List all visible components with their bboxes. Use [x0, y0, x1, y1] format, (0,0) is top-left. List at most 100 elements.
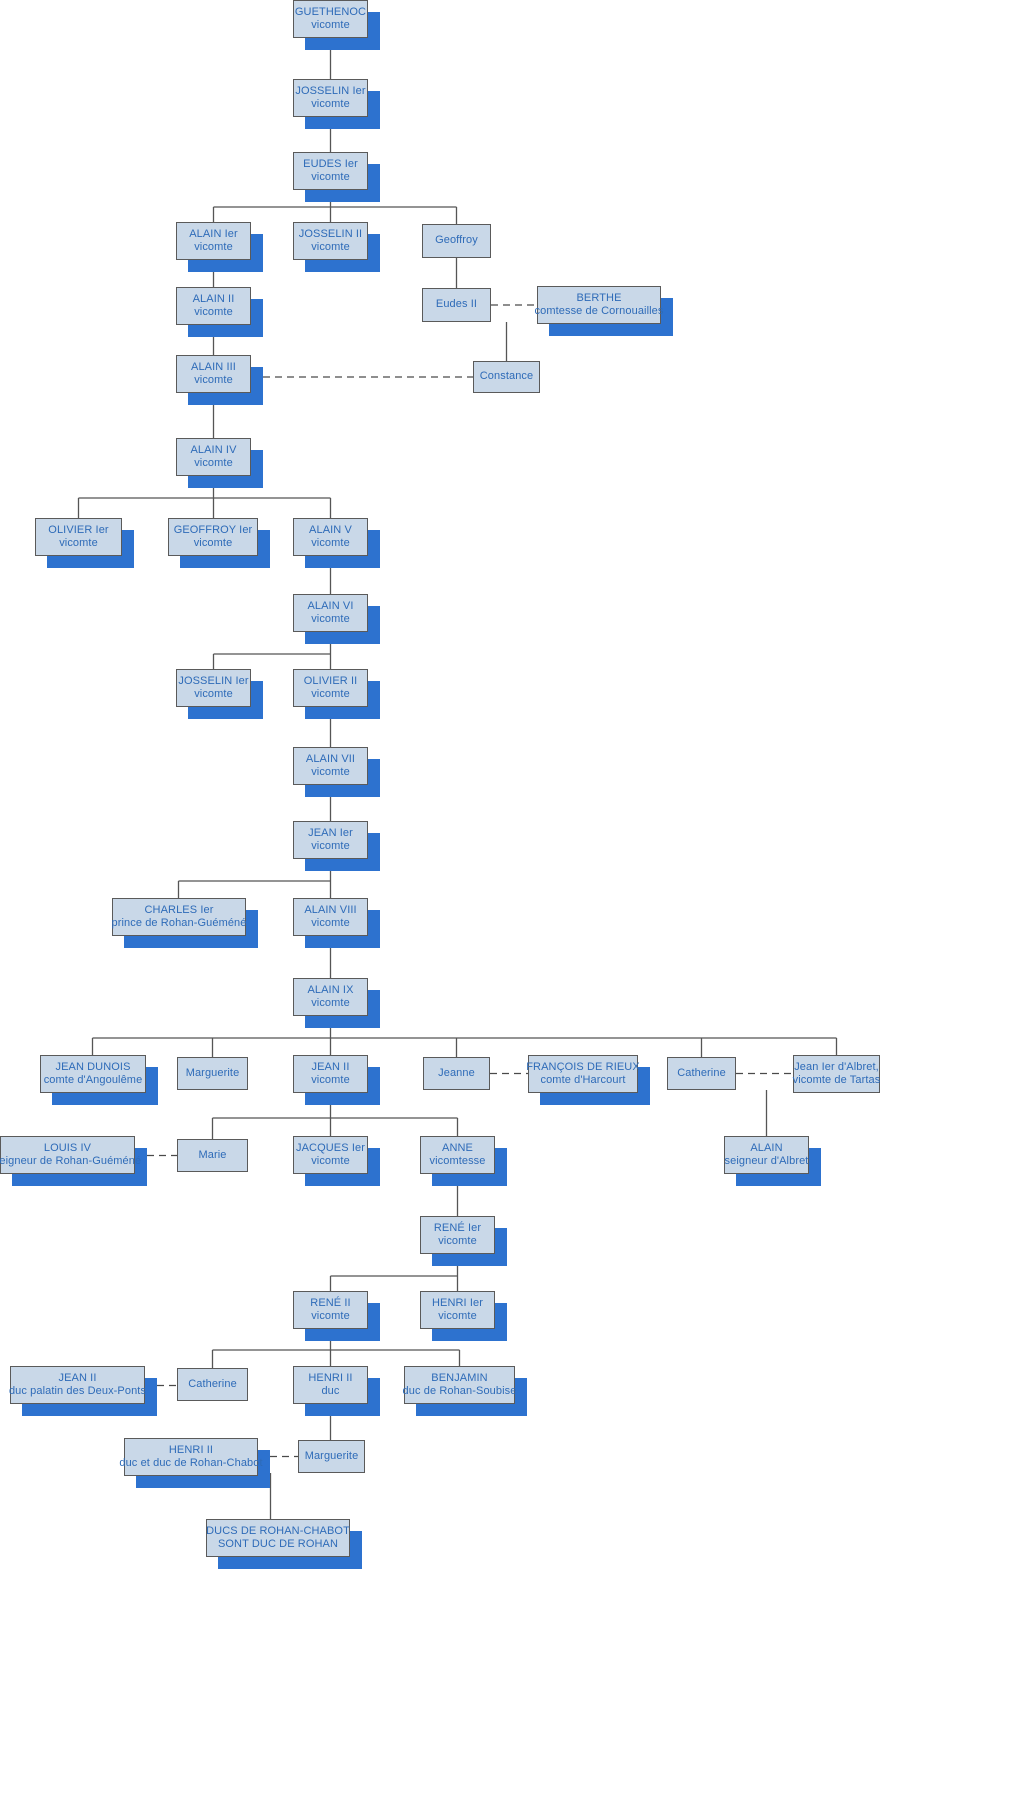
person-name: Marguerite: [304, 1449, 359, 1462]
person-title: vicomte: [311, 171, 350, 183]
person-name: GUETHENOC: [294, 5, 367, 18]
person-name: Jeanne: [438, 1066, 475, 1079]
person-name: JEAN DUNOIS: [55, 1060, 131, 1073]
person-name: Catherine: [677, 1066, 726, 1079]
person-node-constance[interactable]: Constance: [473, 361, 540, 393]
person-title: vicomte de Tartas: [792, 1074, 881, 1086]
person-name: CHARLES Ier: [144, 903, 214, 916]
person-title: seigneur d'Albret: [724, 1155, 809, 1167]
person-name: EUDES Ier: [303, 157, 358, 170]
person-title: seigneur de Rohan-Guéméné: [0, 1155, 142, 1167]
person-name: ALAIN VII: [305, 752, 356, 765]
person-title: vicomte: [311, 19, 350, 31]
person-name: OLIVIER Ier: [48, 523, 109, 536]
person-title: vicomte: [311, 1310, 350, 1322]
person-name: OLIVIER II: [303, 674, 358, 687]
person-name: ALAIN II: [192, 292, 235, 305]
person-node-jeanne[interactable]: Jeanne: [423, 1057, 490, 1090]
person-title: comte d'Angoulême: [43, 1074, 143, 1086]
person-node-jean1albret[interactable]: Jean Ier d'Albret,vicomte de Tartas: [793, 1055, 880, 1093]
person-title: duc de Rohan-Soubise: [402, 1385, 517, 1397]
person-node-catherine2[interactable]: Catherine: [177, 1368, 248, 1401]
person-title: duc et duc de Rohan-Chabot: [119, 1457, 263, 1469]
person-title: vicomte: [438, 1310, 477, 1322]
person-name: JOSSELIN Ier: [178, 674, 249, 687]
person-name: HENRI II: [168, 1443, 214, 1456]
person-node-eudes2[interactable]: Eudes II: [422, 288, 491, 322]
person-name: GEOFFROY Ier: [173, 523, 253, 536]
person-name: FRANÇOIS DE RIEUX: [526, 1060, 640, 1073]
person-title: SONT DUC DE ROHAN: [217, 1538, 339, 1550]
person-node-marie[interactable]: Marie: [177, 1139, 248, 1172]
person-name: Eudes II: [435, 298, 478, 311]
person-name: ALAIN VIII: [304, 903, 357, 916]
person-title: vicomte: [311, 1155, 350, 1167]
person-name: BENJAMIN: [431, 1371, 488, 1384]
person-title: vicomte: [311, 613, 350, 625]
person-name: Catherine: [188, 1377, 237, 1390]
person-name: ALAIN Ier: [189, 227, 238, 240]
person-name: Jean Ier d'Albret,: [794, 1060, 879, 1073]
person-node-geoffroy[interactable]: Geoffroy: [422, 224, 491, 258]
person-node-marguerite2[interactable]: Marguerite: [298, 1440, 365, 1473]
person-node-catherine1[interactable]: Catherine: [667, 1057, 736, 1090]
person-title: comtesse de Cornouailles: [534, 305, 664, 317]
person-name: JEAN Ier: [308, 826, 353, 839]
person-title: vicomte: [311, 840, 350, 852]
person-name: ALAIN: [750, 1141, 783, 1154]
person-node-marguerite1[interactable]: Marguerite: [177, 1057, 248, 1090]
descent-link: [91, 1016, 838, 1057]
person-title: vicomte: [311, 997, 350, 1009]
person-name: ALAIN VI: [307, 599, 354, 612]
person-title: duc: [321, 1385, 340, 1397]
person-name: RENÉ Ier: [433, 1221, 482, 1234]
person-name: HENRI Ier: [431, 1296, 484, 1309]
person-title: vicomte: [438, 1235, 477, 1247]
person-title: vicomte: [311, 688, 350, 700]
person-name: JEAN II: [58, 1371, 97, 1384]
person-title: vicomte: [311, 917, 350, 929]
person-name: RENÉ II: [310, 1296, 351, 1309]
person-title: vicomte: [194, 306, 233, 318]
person-name: ANNE: [442, 1141, 473, 1154]
person-name: JOSSELIN Ier: [295, 84, 366, 97]
person-name: LOUIS IV: [43, 1141, 92, 1154]
person-name: Constance: [479, 370, 534, 383]
